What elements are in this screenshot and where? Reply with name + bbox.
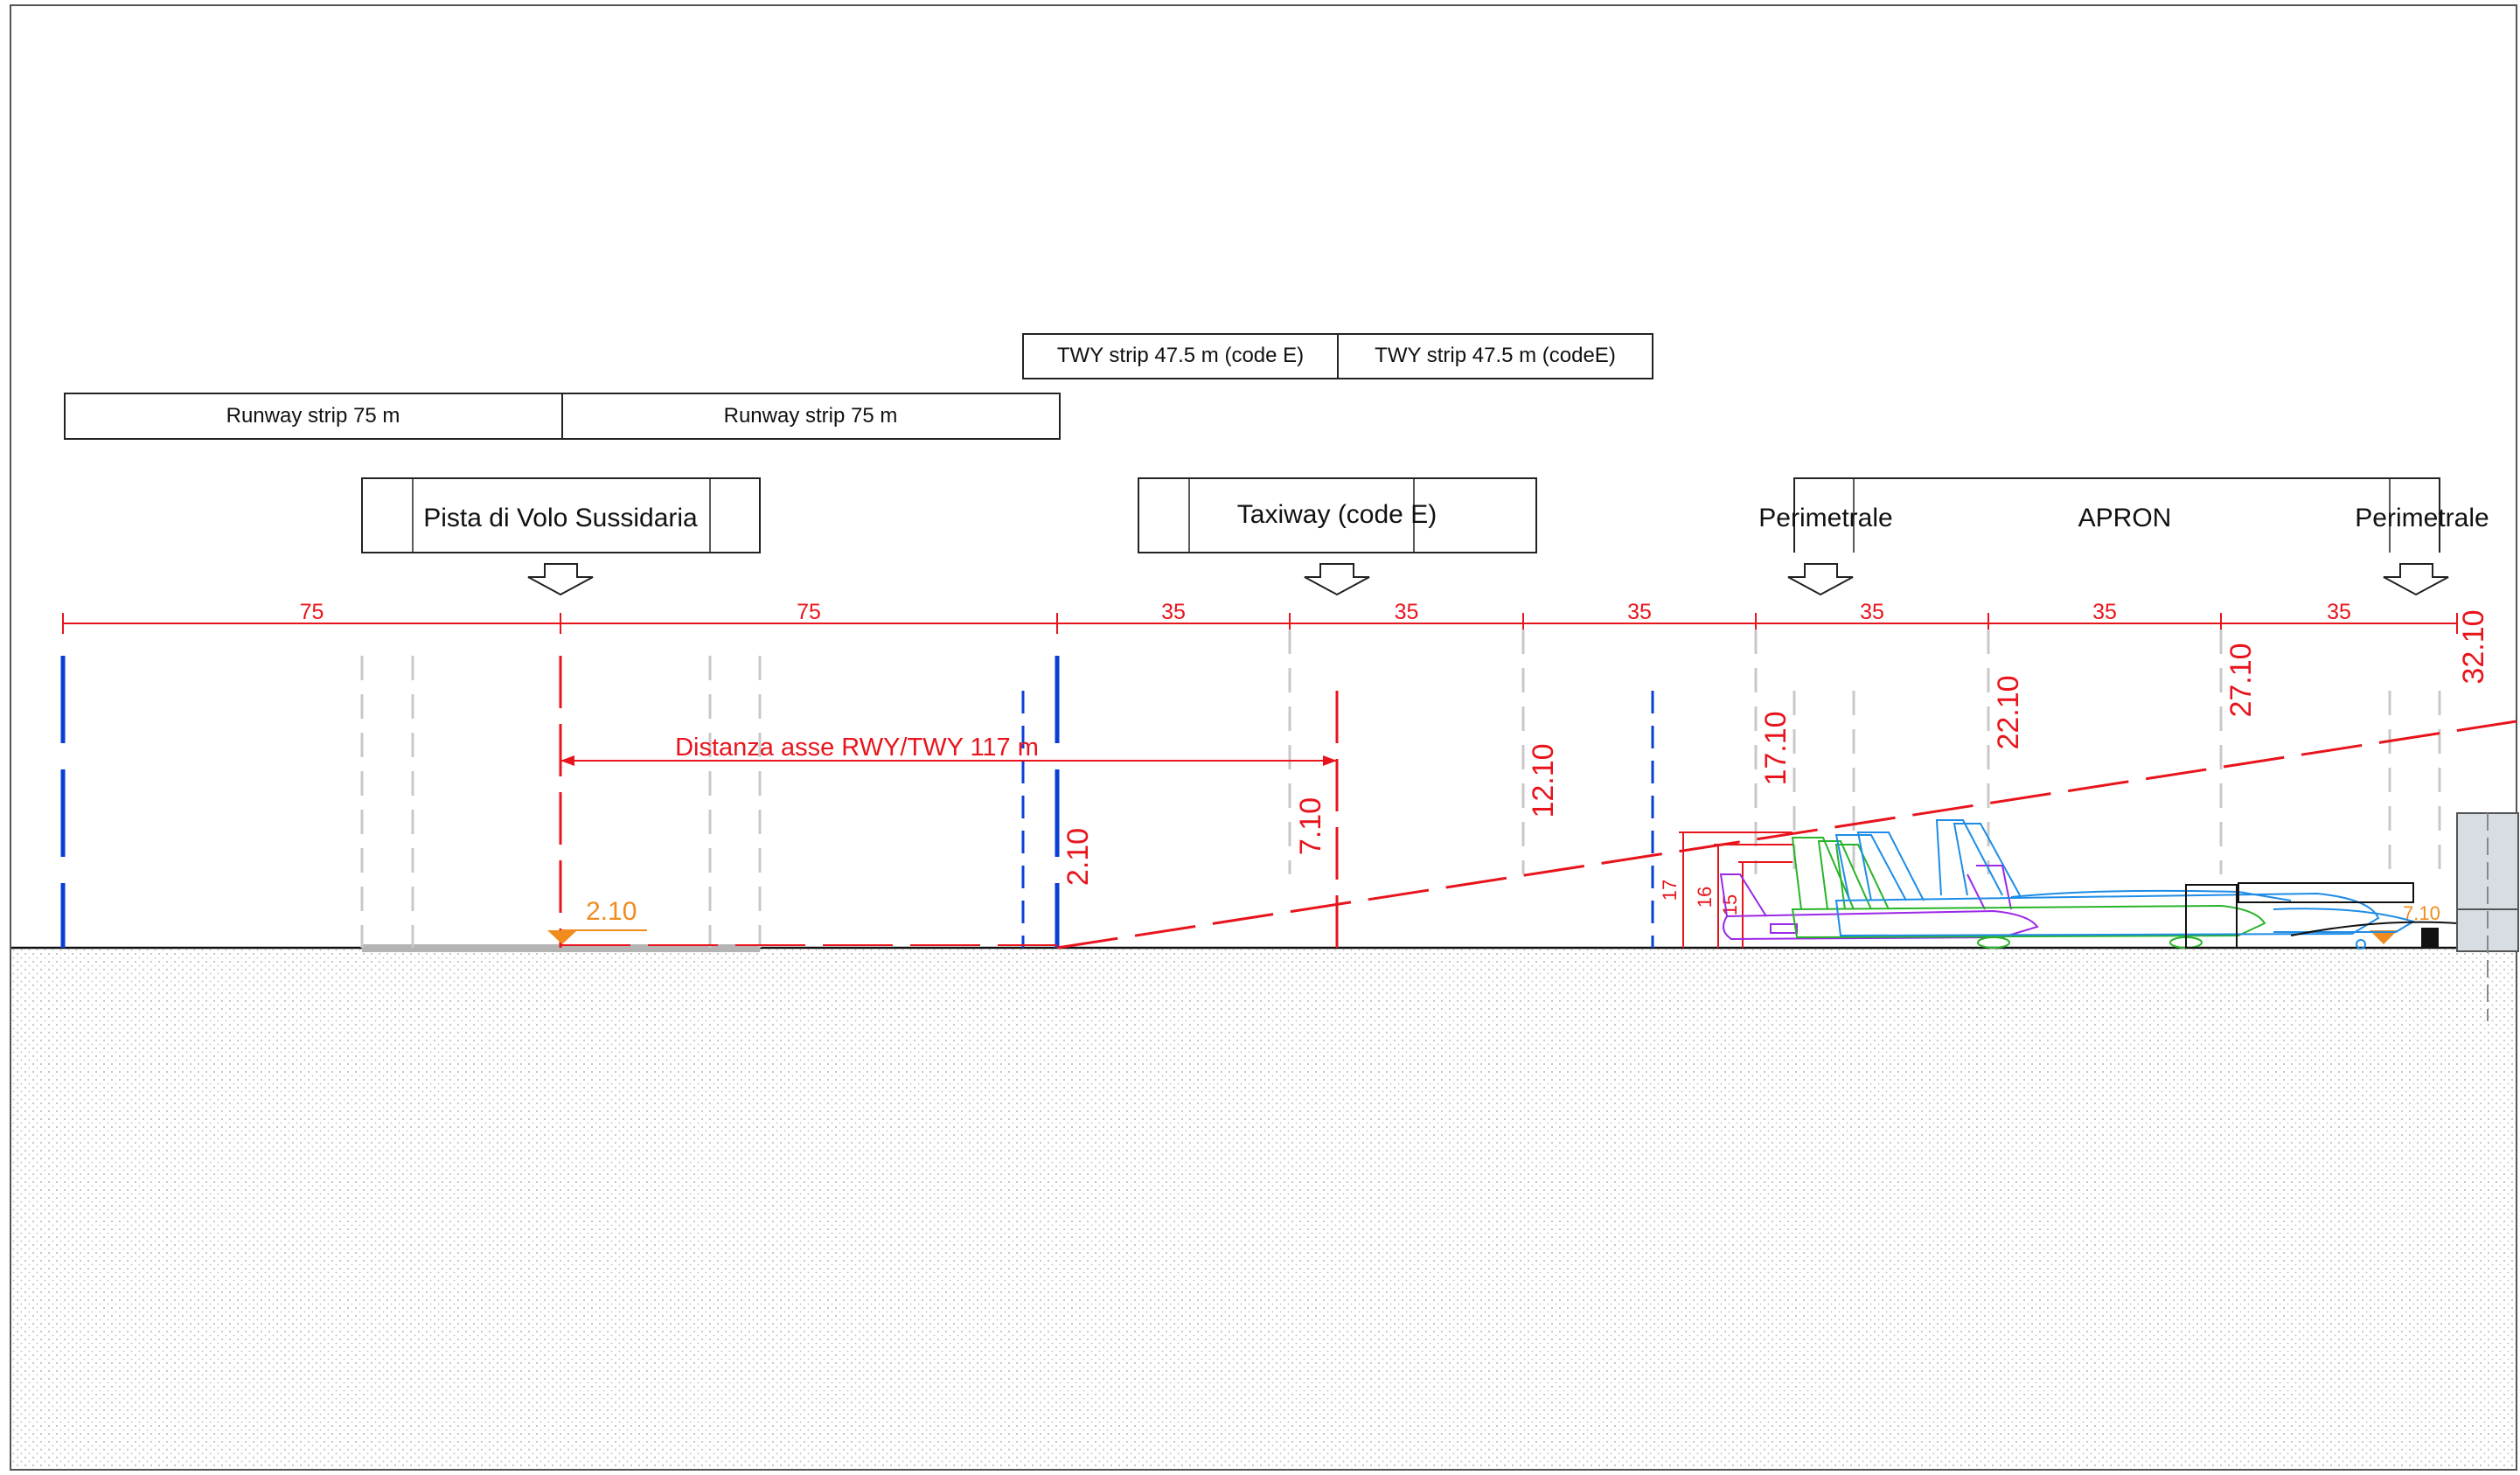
dimension-label: 75 [300, 600, 324, 624]
dimension-label: 35 [1627, 600, 1652, 624]
dimension-label: 35 [1395, 600, 1419, 624]
apron-label: APRON [2078, 504, 2172, 532]
twy-strip-label-left: TWY strip 47.5 m (code E) [1057, 344, 1304, 367]
down-arrow-icon [2383, 563, 2449, 596]
dimension-label: 35 [1161, 600, 1186, 624]
elevation-label: 2.10 [586, 897, 637, 926]
runway-strip-label-left: Runway strip 75 m [226, 404, 400, 428]
aircraft-height-16: 16 [1694, 887, 1716, 908]
ground-hatch [11, 948, 2516, 1469]
dimension-label: 35 [2092, 600, 2117, 624]
down-arrow-icon [1787, 563, 1854, 596]
height-label: 27.10 [2224, 643, 2258, 717]
blue-axis-lines-thin [1021, 691, 1654, 948]
height-label: 22.10 [1992, 675, 2025, 749]
runway-strip-boxes: Runway strip 75 m Runway strip 75 m [64, 393, 1061, 440]
down-arrow-icon [527, 563, 594, 596]
apron-zone-bracket: Perimetrale APRON Perimetrale [1758, 477, 2489, 553]
twy-strip-label-right: TWY strip 47.5 m (codeE) [1375, 344, 1616, 367]
down-arrow-icon [1304, 563, 1370, 596]
twy-strip-boxes: TWY strip 47.5 m (code E) TWY strip 47.5… [1022, 333, 1653, 379]
distance-label: Distanza asse RWY/TWY 117 m [675, 734, 1039, 762]
runway-zone-box: Pista di Volo Sussidaria [361, 477, 761, 553]
blue-axis-lines [60, 656, 1060, 948]
dimension-label: 75 [797, 600, 821, 624]
dimension-label: 35 [1860, 600, 1884, 624]
perimetrale-left-label: Perimetrale [1758, 504, 1892, 532]
taxiway-zone-label: Taxiway (code E) [1237, 500, 1437, 529]
aircraft-height-17: 17 [1659, 880, 1681, 901]
dimension-label: 35 [2327, 600, 2351, 624]
height-label: 32.10 [2457, 609, 2490, 684]
aircraft-height-15: 15 [1719, 894, 1741, 915]
terminal-building [2456, 812, 2519, 1021]
aircraft-silhouettes [1719, 812, 2519, 1021]
aircraft-height-dims [1679, 831, 1793, 948]
rwy-twy-distance: Distanza asse RWY/TWY 117 m [560, 734, 1337, 766]
red-centerlines [559, 656, 1339, 948]
elevation-marker: 2.10 [547, 897, 647, 944]
runway-zone-label: Pista di Volo Sussidaria [423, 504, 698, 532]
runway-strip-label-right: Runway strip 75 m [724, 404, 898, 428]
height-label: 2.10 [1062, 828, 1095, 886]
height-label: 12.10 [1527, 743, 1560, 818]
sheet-frame [10, 4, 2517, 1471]
runway-pavement [362, 944, 760, 952]
transitional-surface-line [1056, 720, 2517, 950]
taxiway-zone-box: Taxiway (code E) [1138, 477, 1537, 553]
perimetrale-right-label: Perimetrale [2355, 504, 2489, 532]
height-label: 7.10 [1294, 797, 1327, 855]
dimension-chain: 75 75 35 35 35 35 35 35 [62, 600, 2458, 634]
height-label: 17.10 [1759, 711, 1793, 785]
zone-arrows [527, 563, 2449, 596]
